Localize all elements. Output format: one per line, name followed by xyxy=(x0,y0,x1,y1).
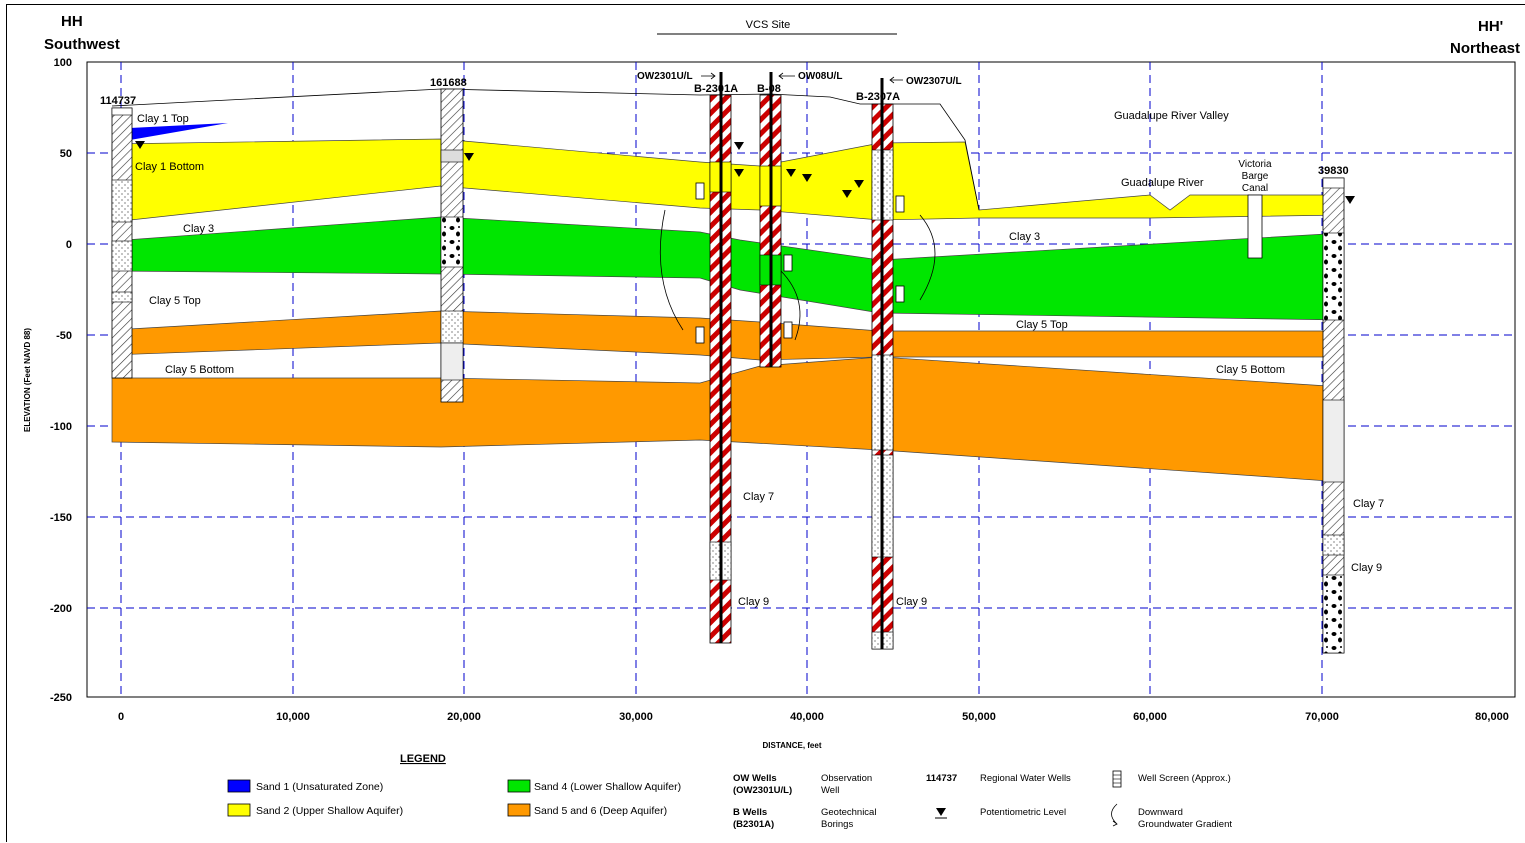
y-tick-neg150: -150 xyxy=(50,512,72,524)
legend-swatch-sand1 xyxy=(227,779,251,793)
legend-geotech-2: Borings xyxy=(821,819,853,830)
legend-screen-text: Well Screen (Approx.) xyxy=(1138,773,1231,784)
legend-geotech: Geotechnical xyxy=(821,807,876,818)
potentiometric-level-markers xyxy=(135,141,1355,204)
well-label-ow2307: OW2307U/L xyxy=(906,76,962,87)
x-tick-40000: 40,000 xyxy=(790,711,824,723)
ow-well-pointer-arrows xyxy=(701,72,903,84)
well-161688-column xyxy=(440,88,464,403)
x-tick-70000: 70,000 xyxy=(1305,711,1339,723)
x-tick-60000: 60,000 xyxy=(1133,711,1167,723)
corner-right-direction: Northeast xyxy=(1450,40,1521,57)
x-tick-50000: 50,000 xyxy=(962,711,996,723)
downward-gradient-arrows xyxy=(659,209,936,341)
legend-swatch-sand4 xyxy=(507,779,531,793)
well-39830-column xyxy=(1322,177,1345,654)
x-tick-20000: 20,000 xyxy=(447,711,481,723)
well-label-b2307a: B-2307A xyxy=(856,91,900,103)
corner-left-direction: Southwest xyxy=(44,36,120,53)
victoria-barge-canal xyxy=(1247,194,1263,259)
y-axis-label: ELEVATION (Feet NAVD 88) xyxy=(23,328,32,432)
legend-potentiometric-text: Potentiometric Level xyxy=(980,807,1066,818)
sand-1-unsaturated-zone xyxy=(130,123,228,140)
label-clay9-right: Clay 9 xyxy=(1351,562,1382,574)
ground-surface xyxy=(111,88,980,211)
label-clay7-right: Clay 7 xyxy=(1353,498,1384,510)
label-clay3-left: Clay 3 xyxy=(183,223,214,235)
label-canal: Canal xyxy=(1242,183,1268,194)
corner-right-label: HH' xyxy=(1478,18,1504,35)
well-label-b08: B-08 xyxy=(757,83,781,95)
legend-downward-text-2: Groundwater Gradient xyxy=(1138,819,1232,830)
label-clay5bottom-right: Clay 5 Bottom xyxy=(1216,364,1285,376)
label-guadalupe-valley: Guadalupe River Valley xyxy=(1114,110,1229,122)
well-label-161688: 161688 xyxy=(430,77,467,89)
well-label-39830: 39830 xyxy=(1318,165,1349,177)
y-tick-neg250: -250 xyxy=(50,692,72,704)
well-label-114737: 114737 xyxy=(100,95,136,107)
label-clay5bottom-left: Clay 5 Bottom xyxy=(165,364,234,376)
legend-sand2-text: Sand 2 (Upper Shallow Aquifer) xyxy=(256,805,403,817)
label-barge: Barge xyxy=(1242,171,1269,182)
well-label-b2301a: B-2301A xyxy=(694,83,738,95)
legend-b-example: (B2301A) xyxy=(733,819,774,830)
legend-observation-2: Well xyxy=(821,785,839,796)
label-clay5top-right: Clay 5 Top xyxy=(1016,319,1068,331)
legend-sand56-text: Sand 5 and 6 (Deep Aquifer) xyxy=(534,805,667,817)
legend-sand1-text: Sand 1 (Unsaturated Zone) xyxy=(256,781,383,793)
boring-b08-column xyxy=(759,72,782,368)
x-tick-0: 0 xyxy=(118,711,124,723)
label-clay1-top: Clay 1 Top xyxy=(137,113,189,125)
label-clay7-mid: Clay 7 xyxy=(743,491,774,503)
legend-downward-arrow-icon xyxy=(1111,803,1118,827)
x-tick-80000: 80,000 xyxy=(1475,711,1509,723)
legend-potentiometric-icon xyxy=(936,808,946,816)
boring-b2301a-column xyxy=(709,72,732,644)
label-clay3-right: Clay 3 xyxy=(1009,231,1040,243)
x-tick-30000: 30,000 xyxy=(619,711,653,723)
y-tick-labels: 100 50 0 -50 -100 -150 -200 -250 xyxy=(50,57,72,704)
boring-b2307a-column xyxy=(871,78,894,650)
label-clay9-b2301: Clay 9 xyxy=(738,596,769,608)
x-axis-label: DISTANCE, feet xyxy=(763,741,822,750)
legend-observation: Observation xyxy=(821,773,872,784)
legend-title: LEGEND xyxy=(400,753,446,765)
well-114737-column xyxy=(111,107,133,379)
label-clay1-bottom: Clay 1 Bottom xyxy=(135,161,204,173)
y-tick-50: 50 xyxy=(60,148,72,160)
well-label-ow08: OW08U/L xyxy=(798,71,842,82)
x-tick-10000: 10,000 xyxy=(276,711,310,723)
well-screen-markers xyxy=(695,182,905,344)
plot-frame xyxy=(86,61,1516,698)
legend-b-wells: B Wells xyxy=(733,807,767,818)
legend-regional-number: 114737 xyxy=(926,773,957,784)
legend-ow-wells: OW Wells xyxy=(733,773,777,784)
legend-ow-example: (OW2301U/L) xyxy=(733,785,792,796)
legend-downward-text-1: Downward xyxy=(1138,807,1183,818)
y-tick-neg50: -50 xyxy=(56,330,72,342)
diagram-title: VCS Site xyxy=(746,19,791,31)
legend-swatch-sand2 xyxy=(227,803,251,817)
label-guadalupe-river: Guadalupe River xyxy=(1121,177,1204,189)
label-clay5top-left: Clay 5 Top xyxy=(149,295,201,307)
label-victoria: Victoria xyxy=(1238,159,1272,170)
well-label-ow2301: OW2301U/L xyxy=(637,71,693,82)
y-tick-0: 0 xyxy=(66,239,72,251)
y-tick-100: 100 xyxy=(54,57,72,69)
legend-swatch-sand56 xyxy=(507,803,531,817)
y-tick-neg200: -200 xyxy=(50,603,72,615)
legend-sand4-text: Sand 4 (Lower Shallow Aquifer) xyxy=(534,781,681,793)
corner-left-label: HH xyxy=(61,13,83,30)
y-tick-neg100: -100 xyxy=(50,421,72,433)
legend-regional-text: Regional Water Wells xyxy=(980,773,1071,784)
label-clay9-b2307: Clay 9 xyxy=(896,596,927,608)
x-tick-labels: 0 10,000 20,000 30,000 40,000 50,000 60,… xyxy=(118,711,1509,723)
